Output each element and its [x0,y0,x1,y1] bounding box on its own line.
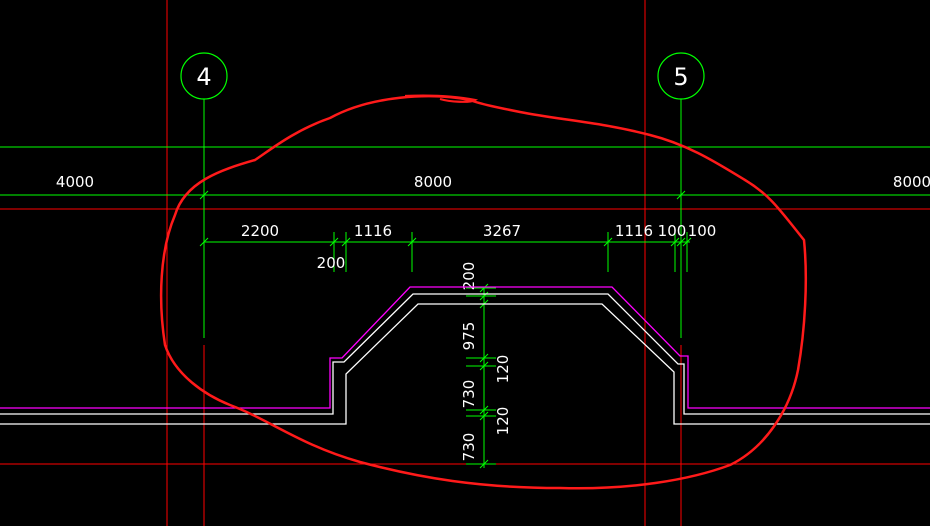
axis-label-4: 4 [196,63,211,91]
dimension-text-100-left: 100 [658,222,687,240]
dimension-text-200-horizontal: 200 [317,254,346,272]
dimension-text-730-upper: 730 [460,380,478,409]
dimension-text-200-vertical: 200 [460,262,478,291]
dimension-text-975: 975 [460,322,478,351]
dimension-text-1116-left: 1116 [354,222,392,240]
top-axis-ticks [199,190,686,200]
dimension-text-4000: 4000 [56,173,94,191]
dimension-text-120-upper: 120 [494,355,512,384]
dimension-text-8000-left: 8000 [414,173,452,191]
dimension-text-730-lower: 730 [460,433,478,462]
dimension-text-8000-right: 8000 [893,173,930,191]
dimension-text-2200: 2200 [241,222,279,240]
markup-red-cloud [159,94,808,490]
axis-label-5: 5 [673,63,688,91]
markup-red-scribble [404,94,479,103]
detail-dimension-ticks [199,237,692,247]
vertical-dimension-extensions [466,287,496,465]
dimension-text-3267: 3267 [483,222,521,240]
dimension-text-100-right: 100 [688,222,717,240]
vertical-dimension-ticks [479,283,489,469]
section-outline-white-2 [0,303,930,425]
dimension-text-120-lower: 120 [494,407,512,436]
section-outline-white-1 [0,293,930,415]
dimension-text-1116-right: 1116 [615,222,653,240]
section-outline-magenta [0,286,930,409]
detail-dimension-extensions [333,232,688,272]
